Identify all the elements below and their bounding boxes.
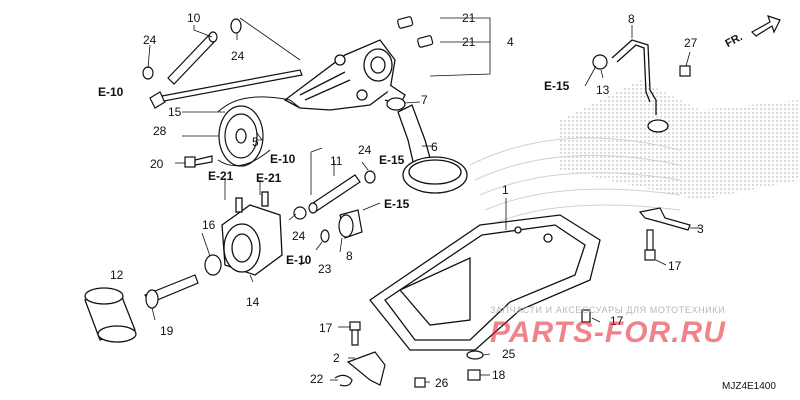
bolt-17-right — [644, 229, 656, 261]
callout-21: 21 — [462, 35, 476, 49]
callout-28: 28 — [153, 124, 167, 138]
ref-e15: E-15 — [379, 153, 405, 167]
ref-e21: E-21 — [256, 171, 282, 185]
bracket-2 — [346, 351, 386, 386]
callout-22: 22 — [310, 372, 324, 386]
callout-24: 24 — [143, 33, 157, 47]
callout-8: 8 — [628, 12, 635, 26]
dipstick-base — [647, 119, 669, 133]
sprocket-5 — [218, 105, 264, 167]
clip-22 — [334, 374, 353, 387]
strainer-6 — [397, 104, 468, 194]
center-bolt-19 — [144, 274, 199, 309]
bolt-17-pan — [581, 309, 591, 323]
ref-e10: E-10 — [98, 85, 124, 99]
ref-e21: E-21 — [208, 169, 234, 183]
callout-2: 2 — [333, 351, 340, 365]
ref-e15: E-15 — [384, 197, 410, 211]
watermark-logo: PARTS-FOR.RU — [490, 316, 726, 349]
callout-11: 11 — [330, 154, 343, 168]
callout-21: 21 — [462, 11, 476, 25]
o-ring-13 — [592, 54, 608, 70]
ref-e15: E-15 — [544, 79, 570, 93]
bolt-28 — [149, 69, 303, 109]
callout-16: 16 — [202, 218, 216, 232]
bolt-27 — [679, 65, 691, 77]
oil-cooler-14 — [221, 191, 283, 276]
watermark-tagline: ЗАПЧАСТИ И АКСЕССУАРЫ ДЛЯ МОТОТЕХНИКИ — [490, 305, 726, 315]
callout-23: 23 — [318, 262, 332, 276]
dowel-pin-21 — [397, 16, 434, 48]
pipe-10 — [167, 31, 218, 85]
o-ring-7 — [386, 97, 406, 111]
callout-17: 17 — [668, 259, 682, 273]
oil-pump — [283, 39, 406, 111]
bolt-20 — [184, 155, 213, 168]
fitting-9 — [338, 209, 363, 239]
chain-15 — [217, 96, 301, 167]
washer-24 — [142, 18, 376, 220]
bolt-26 — [414, 377, 426, 388]
callout-24: 24 — [358, 143, 372, 157]
bracket-3 — [638, 207, 691, 231]
callout-26: 26 — [435, 376, 449, 390]
wing-logo-watermark — [469, 137, 681, 226]
o-ring-16 — [204, 254, 222, 276]
pipe-11 — [308, 174, 361, 214]
callout-15: 15 — [168, 105, 182, 119]
callout-17: 17 — [319, 321, 333, 335]
callout-24: 24 — [231, 49, 245, 63]
callout-19: 19 — [160, 324, 174, 338]
callout-20: 20 — [150, 157, 164, 171]
ref-e10: E-10 — [286, 253, 312, 267]
callout-9: 8 — [346, 249, 353, 263]
callout-18: 18 — [492, 368, 506, 382]
callout-13: 13 — [596, 83, 610, 97]
callout-4: 4 — [507, 35, 514, 49]
callout-3: 3 — [697, 222, 704, 236]
washer-25 — [466, 350, 484, 360]
callout-25: 25 — [502, 347, 516, 361]
dotted-shading — [560, 80, 800, 200]
drain-bolt-18 — [467, 369, 481, 381]
ref-e10: E-10 — [270, 152, 296, 166]
dipstick-tube-8 — [611, 39, 657, 115]
callout-6: 6 — [431, 140, 438, 154]
callout-24: 24 — [292, 229, 306, 243]
oil-filter-12 — [84, 287, 137, 343]
callout-5: 5 — [252, 135, 259, 149]
oil-pan-1 — [369, 214, 601, 351]
callout-7: 7 — [421, 93, 428, 107]
diagram-code: MJZ4E1400 — [722, 381, 776, 392]
front-direction-arrow-icon — [751, 15, 781, 37]
callout-12: 12 — [110, 268, 124, 282]
callout-1: 1 — [502, 183, 509, 197]
washer-23 — [320, 229, 330, 243]
callout-27: 27 — [684, 36, 698, 50]
bolt-17-left — [349, 321, 361, 346]
callout-17: 17 — [610, 314, 624, 328]
callout-14: 14 — [246, 295, 260, 309]
callout-10: 10 — [187, 11, 201, 25]
leader-lines — [147, 17, 700, 383]
